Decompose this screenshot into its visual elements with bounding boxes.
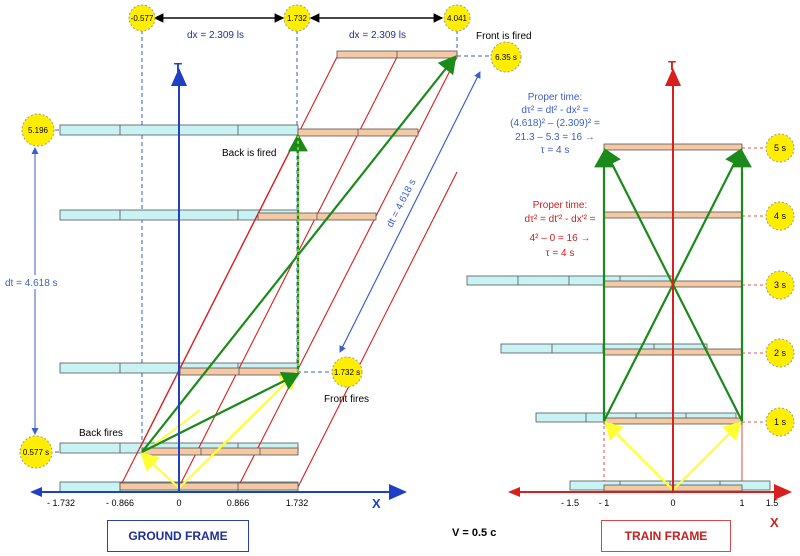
train-frame-ground-rulers — [466, 275, 771, 491]
bubble-top-neg0577: -0.577 — [128, 4, 156, 32]
svg-text:6.35 s: 6.35 s — [495, 53, 517, 62]
train-x-tick-3: 1 — [739, 498, 744, 508]
svg-text:1.732 s: 1.732 s — [334, 368, 360, 377]
svg-text:1 s: 1 s — [774, 417, 787, 427]
tf-bubble-4s: 4 s — [765, 201, 795, 231]
ground-x-tick-0: - 1.732 — [47, 498, 75, 508]
train-worldlines — [119, 56, 458, 488]
bubble-top-1732: 1.732 — [283, 4, 311, 32]
svg-text:4² – 0 = 16 →: 4² – 0 = 16 → — [530, 233, 591, 244]
ground-x-tick-4: 1.732 — [286, 498, 309, 508]
train-car-g3 — [179, 367, 299, 376]
ground-photons — [140, 371, 298, 489]
svg-text:21.3 – 5.3 = 16 →: 21.3 – 5.3 = 16 → — [515, 132, 595, 143]
ground-x-axis-label: X — [372, 496, 381, 511]
dt-diag-label: dt = 4.618 s — [385, 178, 419, 230]
back-is-fired-label: Back is fired — [222, 148, 276, 159]
dx-label-2: dx = 2.309 ls — [349, 30, 406, 41]
svg-text:-0.577: -0.577 — [131, 14, 154, 23]
ground-bubbles: -0.577 1.732 4.041 6.35 s 5.196 0.577 s … — [19, 4, 522, 469]
bubble-top-4041: 4.041 — [443, 4, 471, 32]
ground-t-axis-label: T — [174, 60, 182, 75]
train-car-g5 — [297, 128, 419, 137]
bubble-front-fires: 1.732 s — [331, 356, 363, 388]
svg-text:5.196: 5.196 — [28, 126, 49, 135]
ground-signals — [141, 55, 457, 453]
tf-bubble-2s: 2 s — [765, 338, 795, 368]
svg-text:(4.618)² – (2.309)² =: (4.618)² – (2.309)² = — [510, 118, 600, 129]
dt-left-label: dt = 4.618 s — [5, 278, 58, 289]
bubble-left-0577: 0.577 s — [19, 435, 53, 469]
ground-frame-label: GROUND FRAME — [107, 520, 249, 552]
svg-text:τ = 4 s: τ = 4 s — [546, 248, 575, 259]
train-car-g6 — [336, 50, 458, 59]
ground-x-tick-2: 0 — [176, 498, 181, 508]
dx-label-1: dx = 2.309 ls — [187, 30, 244, 41]
svg-text:0.577 s: 0.577 s — [23, 448, 49, 457]
svg-text:Proper time:: Proper time: — [528, 92, 582, 103]
tf-bubble-5s: 5 s — [765, 133, 795, 163]
back-fires-label: Back fires — [79, 428, 123, 439]
tf-bubble-3s: 3 s — [765, 270, 795, 300]
train-proper-time: Proper time: dτ² = dt'² - dx'² = 4² – 0 … — [524, 200, 595, 259]
ground-proper-time: Proper time: dτ² = dt² - dx² = (4.618)² … — [510, 92, 600, 156]
ground-train-cars — [119, 50, 458, 491]
svg-text:4 s: 4 s — [774, 211, 787, 221]
train-t-axis-label: T — [668, 58, 676, 73]
bubble-left-5196: 5.196 — [21, 113, 55, 147]
train-x-axis-left-arrow — [508, 487, 520, 497]
ground-x-tick-3: 0.866 — [227, 498, 250, 508]
ground-x-axis-left-arrow — [30, 487, 42, 497]
velocity-label: V = 0.5 c — [452, 527, 497, 539]
train-x-tick-2: 0 — [670, 498, 675, 508]
svg-text:dτ² = dt'² - dx'² =: dτ² = dt'² - dx'² = — [524, 214, 595, 225]
train-photons — [604, 421, 742, 491]
train-x-tick-0: - 1.5 — [561, 498, 579, 508]
train-car-g1 — [119, 482, 299, 491]
svg-text:1.732: 1.732 — [287, 14, 308, 23]
tf-bubble-1s: 1 s — [765, 407, 795, 437]
dt-diag-arrow-rev — [339, 71, 481, 353]
train-time-bubbles: 1 s 2 s 3 s 4 s 5 s — [765, 133, 795, 437]
svg-text:2 s: 2 s — [774, 348, 787, 358]
dt-left-label-bg — [3, 275, 67, 289]
train-car-g4 — [257, 212, 377, 221]
front-is-fired-label: Front is fired — [476, 31, 532, 42]
train-frame-label: TRAIN FRAME — [601, 520, 731, 552]
front-fires-label: Front fires — [324, 394, 369, 405]
train-x-tick-1: - 1 — [599, 498, 610, 508]
svg-text:5 s: 5 s — [774, 143, 787, 153]
svg-text:4.041: 4.041 — [447, 14, 468, 23]
train-x-tick-4: 1.5 — [766, 498, 779, 508]
train-x-axis-label: X — [770, 515, 779, 530]
svg-text:dτ² = dt² - dx² =: dτ² = dt² - dx² = — [521, 105, 588, 116]
bubble-front-fired: 6.35 s — [490, 41, 522, 73]
ground-x-tick-1: - 0.866 — [106, 498, 134, 508]
svg-text:Proper time:: Proper time: — [533, 200, 587, 211]
svg-text:τ = 4 s: τ = 4 s — [541, 145, 570, 156]
train-x-ticks: - 1.5 - 1 0 1 1.5 — [561, 498, 778, 508]
ground-x-ticks: - 1.732 - 0.866 0 0.866 1.732 — [47, 498, 308, 508]
svg-text:3 s: 3 s — [774, 280, 787, 290]
